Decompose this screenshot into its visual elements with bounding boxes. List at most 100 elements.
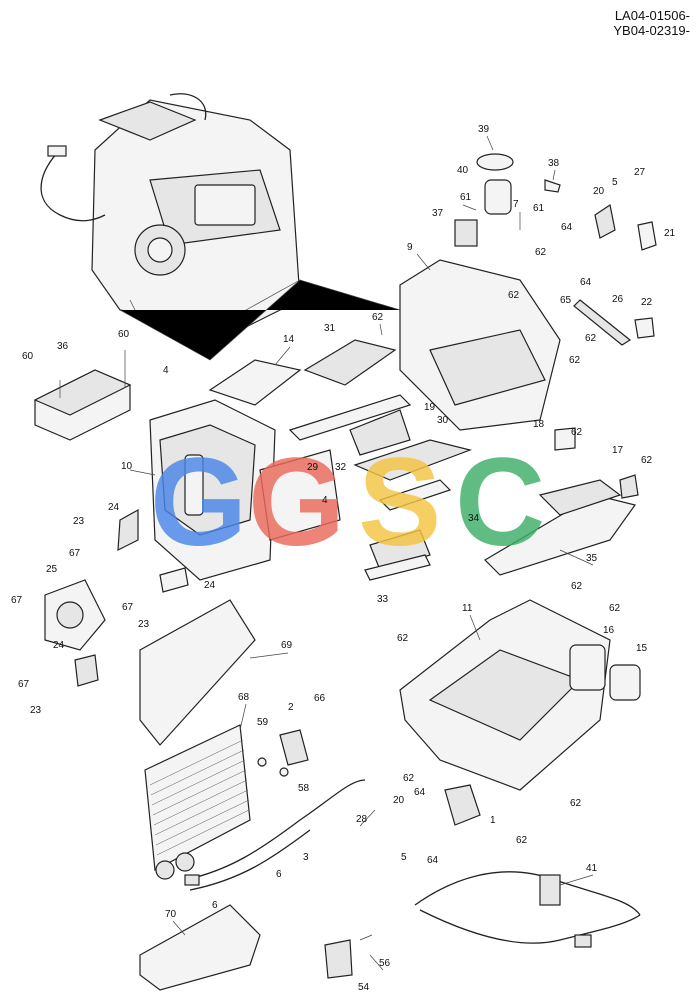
callout-number: 62 — [535, 247, 547, 258]
callout-number: 11 — [462, 603, 473, 614]
callout-number: 15 — [636, 643, 648, 654]
watermark: G G S C — [150, 433, 545, 572]
callout-number: 6 — [276, 869, 282, 880]
watermark-letter: G — [248, 433, 345, 572]
callout-number: 27 — [634, 167, 646, 178]
leader-lines — [129, 135, 594, 971]
callout-number: 4 — [163, 365, 169, 376]
callout-number: 62 — [571, 581, 583, 592]
watermark-letter: S — [358, 433, 441, 572]
callout-number: 38 — [548, 158, 560, 169]
callout-number: 25 — [46, 564, 58, 575]
callout-number: 62 — [569, 355, 581, 366]
callout-number: 58 — [298, 783, 310, 794]
callout-number: 24 — [108, 502, 120, 513]
reference-code-2: YB04-02319- — [613, 23, 690, 38]
callout-number: 32 — [335, 462, 347, 473]
callout-number: 23 — [73, 516, 85, 527]
callout-number: 64 — [414, 787, 426, 798]
watermark-letter: G — [150, 433, 247, 572]
callout-number: 28 — [356, 814, 368, 825]
watermark-letter: C — [455, 433, 545, 572]
callout-number: 33 — [377, 594, 389, 605]
callout-number: 62 — [372, 312, 384, 323]
callout-number: 40 — [457, 165, 469, 176]
callout-number: 5 — [612, 177, 618, 188]
upper-case-drawing — [399, 153, 657, 431]
callout-number: 23 — [30, 705, 42, 716]
callout-number: 61 — [460, 192, 472, 203]
callout-number: 67 — [122, 602, 134, 613]
callout-number: 22 — [641, 297, 653, 308]
callout-number: 10 — [121, 461, 133, 472]
callout-number: 39 — [478, 124, 490, 135]
callout-number: 60 — [118, 329, 130, 340]
callout-number: 64 — [427, 855, 439, 866]
callout-number: 3 — [303, 852, 309, 863]
callout-number: 26 — [612, 294, 624, 305]
callout-number: 19 — [424, 402, 436, 413]
callout-number: 20 — [593, 186, 605, 197]
control-module-drawing — [33, 350, 132, 441]
evaporator-drawing — [139, 599, 256, 880]
callout-number: 9 — [407, 242, 413, 253]
callout-number: 20 — [393, 795, 405, 806]
callout-number: 65 — [560, 295, 572, 306]
wire-harness-drawing — [414, 871, 641, 948]
callout-number: 4 — [322, 495, 328, 506]
callout-number: 23 — [138, 619, 150, 630]
callout-number: 62 — [570, 798, 582, 809]
callout-number: 14 — [283, 334, 295, 345]
callout-number: 67 — [11, 595, 23, 606]
callout-number: 29 — [307, 462, 319, 473]
callout-number: 62 — [571, 427, 583, 438]
callout-number: 66 — [314, 693, 326, 704]
callout-number: 67 — [18, 679, 30, 690]
case-half-drawing — [149, 399, 276, 581]
callout-number: 62 — [609, 603, 621, 614]
callout-number: 62 — [397, 633, 409, 644]
callout-number: 69 — [281, 640, 293, 651]
lower-case-drawing — [399, 599, 641, 826]
callout-number: 17 — [612, 445, 624, 456]
callout-number: 68 — [238, 692, 250, 703]
callout-number: 61 — [533, 203, 545, 214]
reference-code-1: LA04-01506- — [614, 8, 690, 23]
callout-number: 62 — [641, 455, 653, 466]
callout-number: 5 — [401, 852, 407, 863]
bottom-cover-drawing — [139, 904, 373, 991]
callout-number: 24 — [53, 640, 65, 651]
callout-number: 62 — [403, 773, 415, 784]
callout-number: 64 — [561, 222, 573, 233]
callout-number: 30 — [437, 415, 449, 426]
callout-number: 31 — [324, 323, 336, 334]
callout-number: 18 — [533, 419, 545, 430]
callout-number: 35 — [586, 553, 598, 564]
callout-number: 2 — [288, 702, 294, 713]
callout-number: 36 — [57, 341, 69, 352]
callout-number: 60 — [22, 351, 34, 362]
callout-number: 37 — [432, 208, 444, 219]
callout-number: 56 — [379, 958, 391, 969]
actuator-drawing — [44, 508, 189, 687]
callout-number: 62 — [516, 835, 528, 846]
callout-number: 54 — [358, 982, 370, 993]
callout-number: 24 — [204, 580, 216, 591]
callout-number: 21 — [664, 228, 676, 239]
callout-number: 7 — [513, 199, 519, 210]
filter-and-door-drawings — [208, 339, 473, 581]
callout-number: 1 — [490, 815, 496, 826]
assembled-unit-drawing — [40, 93, 401, 361]
callout-number: 34 — [468, 513, 480, 524]
duct-drawing — [484, 427, 639, 576]
callout-number: 67 — [69, 548, 81, 559]
sensor-and-harness-drawing — [184, 729, 366, 891]
callout-number: 41 — [586, 863, 598, 874]
callout-number: 62 — [585, 333, 597, 344]
callout-number: 64 — [580, 277, 592, 288]
callout-number: 6 — [212, 900, 218, 911]
callout-number: 59 — [257, 717, 269, 728]
callout-number: 70 — [165, 909, 177, 920]
